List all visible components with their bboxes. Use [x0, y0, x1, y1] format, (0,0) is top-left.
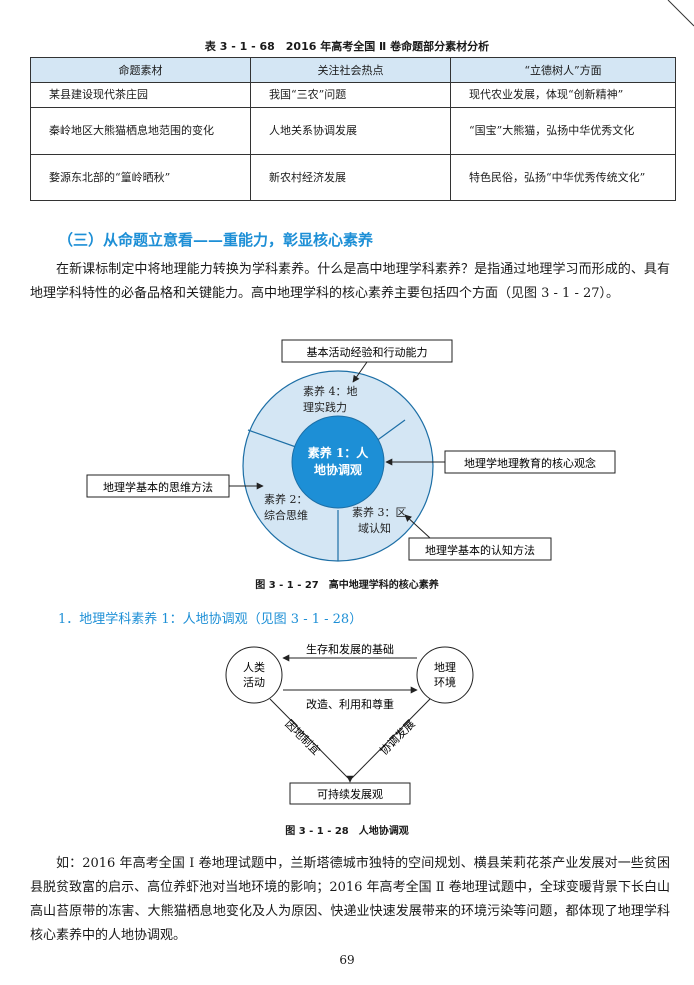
table-cell: 新农村经济发展: [250, 154, 451, 201]
sustainable-label: 可持续发展观: [317, 787, 383, 801]
table-cell: 特色民俗，弘扬“中华优秀传统文化”: [450, 154, 676, 201]
box-bottom-label: 地理学基本的认知方法: [425, 543, 535, 557]
table-header: 关注社会热点: [250, 57, 451, 83]
diagonal-label-left: 因地制宜: [282, 717, 323, 758]
center-label: 地协调观: [314, 462, 362, 477]
box-top-label: 基本活动经验和行动能力: [307, 345, 428, 359]
table-row: 婺源东北部的“篁岭晒秋” 新农村经济发展 特色民俗，弘扬“中华优秀传统文化”: [30, 154, 676, 201]
arrow-label-bottom: 改造、利用和尊重: [306, 697, 394, 711]
segment-label-top: 素养 4：地: [303, 384, 358, 398]
circle-label: 活动: [243, 676, 265, 689]
section-heading: （三）从命题立意看——重能力，彰显核心素养: [58, 231, 374, 249]
arrow-label-top: 生存和发展的基础: [306, 642, 394, 656]
figure-caption: 图 3 - 1 - 28 人地协调观: [285, 826, 409, 837]
box-left-label: 地理学基本的思维方法: [103, 480, 213, 494]
sustainable-box: [289, 782, 411, 805]
table-cell: 现代农业发展，体现“创新精神”: [450, 82, 676, 108]
body-paragraph: 在新课标制定中将地理能力转换为学科素养。什么是高中地理学科素养？是指通过地理学习…: [30, 262, 670, 301]
circle-label: 人类: [243, 660, 265, 674]
table-cell: 人地关系协调发展: [250, 107, 451, 155]
table-header: 命题素材: [30, 57, 251, 83]
segment-label-right: 素养 3：区: [352, 505, 407, 519]
box-bottom: [408, 537, 552, 561]
table-header: “立德树人”方面: [450, 57, 676, 83]
table-cell: “国宝”大熊猫，弘扬中华优秀文化: [450, 107, 676, 155]
center-label: 素养 1：人: [308, 445, 370, 460]
diagonal-line: [351, 698, 431, 779]
segment-label-top: 理实践力: [303, 400, 347, 414]
diagonal-label-right: 协调发展: [377, 717, 418, 758]
segment-label-left: 综合思维: [264, 508, 308, 522]
table-row: 秦岭地区大熊猫栖息地范围的变化 人地关系协调发展 “国宝”大熊猫，弘扬中华优秀文…: [30, 107, 676, 155]
human-activity-circle: [225, 646, 283, 704]
body-paragraph: 如：2016 年高考全国 Ⅰ 卷地理试题中，兰斯塔德城市独特的空间规划、横县茉莉…: [30, 856, 670, 943]
table-cell: 婺源东北部的“篁岭晒秋”: [30, 154, 251, 201]
page-number: 69: [339, 953, 355, 967]
box-right-label: 地理学地理教育的核心观念: [464, 456, 596, 470]
segment-label-left: 素养 2：: [264, 492, 308, 506]
arrow: [404, 514, 431, 539]
table-cell: 我国“三农”问题: [250, 82, 451, 108]
diagonal-line: [269, 698, 349, 779]
environment-circle: [416, 646, 474, 704]
center-circle: [291, 415, 385, 509]
material-table: 命题素材 关注社会热点 “立德树人”方面 某县建设现代茶庄园 我国“三农”问题 …: [30, 57, 676, 201]
table-title: 表 3 - 1 - 68 2016 年高考全国 Ⅱ 卷命题部分素材分析: [204, 40, 490, 53]
segment-label-right: 域认知: [358, 521, 391, 535]
core-literacy-diagram: 素养 1：人 地协调观 素养 4：地 理实践力 素养 2： 综合思维 素养 3：…: [86, 339, 616, 562]
table-cell: 某县建设现代茶庄园: [30, 82, 251, 108]
arrow: [352, 361, 368, 383]
human-earth-diagram: 人类 活动 地理 环境 生存和发展的基础 改造、利用和尊重 因地制宜 协调发展 …: [225, 642, 474, 805]
figure-caption: 图 3 - 1 - 27 高中地理学科的核心素养: [255, 580, 439, 591]
circle-label: 环境: [434, 675, 456, 689]
corner-decoration: [667, 0, 694, 27]
table-cell: 秦岭地区大熊猫栖息地范围的变化: [30, 107, 251, 155]
table-row: 某县建设现代茶庄园 我国“三农”问题 现代农业发展，体现“创新精神”: [30, 82, 676, 108]
circle-label: 地理: [434, 661, 456, 674]
sub-heading: 1．地理学科素养 1：人地协调观（见图 3 - 1 - 28）: [58, 612, 363, 627]
table-header-row: 命题素材 关注社会热点 “立德树人”方面: [30, 57, 676, 83]
